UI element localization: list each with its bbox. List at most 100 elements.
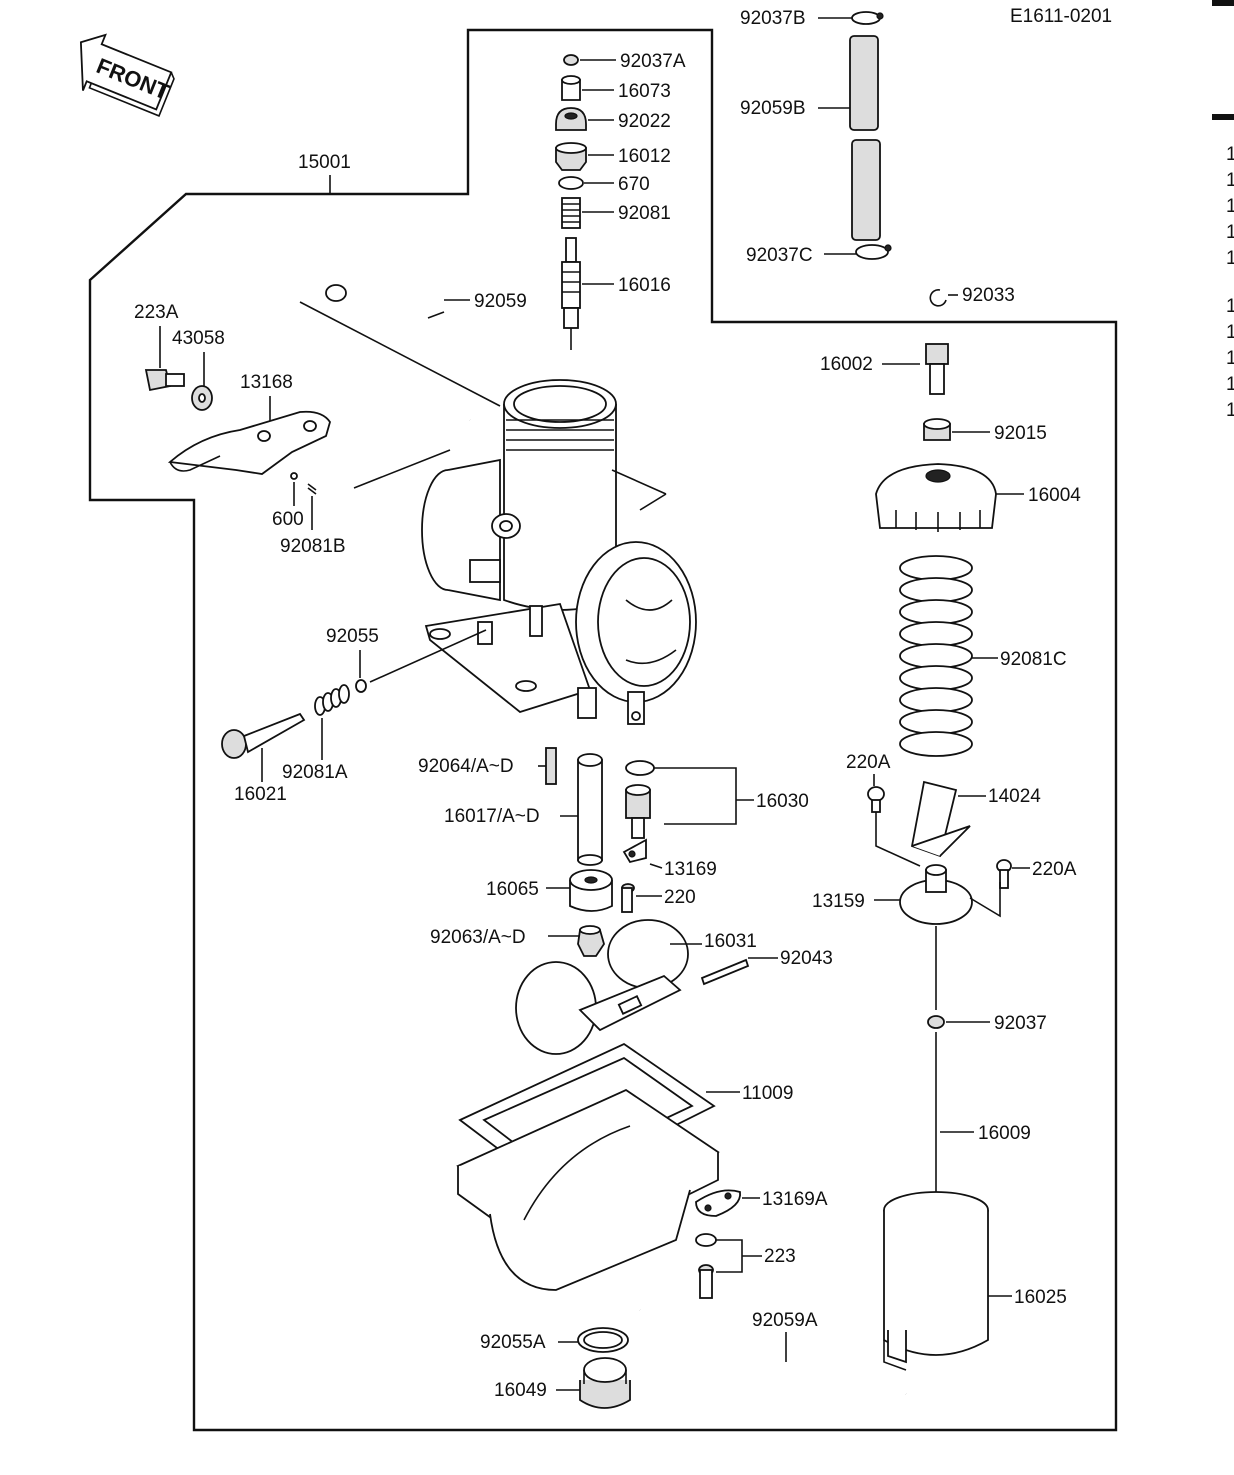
jet-92064 xyxy=(545,747,557,785)
float-valve-16030 xyxy=(625,784,651,839)
label-16065: 16065 xyxy=(486,879,539,900)
label-92081A: 92081A xyxy=(282,762,348,783)
label-16025: 16025 xyxy=(1014,1287,1067,1308)
diagram-code: E1611-0201 xyxy=(1010,6,1112,27)
edge-bar-top xyxy=(1212,0,1234,6)
label-16004: 16004 xyxy=(1028,485,1081,506)
edge-mark: 1 xyxy=(1226,248,1234,269)
label-92037A: 92037A xyxy=(620,51,686,72)
jet-92063 xyxy=(577,925,605,957)
label-220A-2: 220A xyxy=(1032,859,1077,880)
label-16002: 16002 xyxy=(820,354,873,375)
label-13159: 13159 xyxy=(812,891,865,912)
label-92059: 92059 xyxy=(474,291,527,312)
edge-mark: 1 xyxy=(1226,296,1234,317)
plate-14024 xyxy=(910,780,971,858)
screw-223 xyxy=(698,1264,714,1299)
needle-16016 xyxy=(561,237,581,350)
label-16030: 16030 xyxy=(756,791,809,812)
nut-92015 xyxy=(923,418,951,441)
tube-92059B-upper xyxy=(849,35,879,131)
label-600: 600 xyxy=(272,509,304,530)
clip-92033 xyxy=(929,289,947,307)
holder-13159 xyxy=(899,864,973,925)
slide-16025 xyxy=(883,1191,989,1371)
assembly-boundary xyxy=(88,28,1118,1432)
front-arrow-icon: FRONT xyxy=(79,33,175,117)
washer-16030 xyxy=(625,760,655,776)
washer-223 xyxy=(695,1233,717,1247)
label-92059A: 92059A xyxy=(752,1310,818,1331)
adjuster-16002 xyxy=(925,343,949,395)
edge-mark: 1 xyxy=(1226,222,1234,243)
label-16009: 16009 xyxy=(978,1123,1031,1144)
label-92022: 92022 xyxy=(618,111,671,132)
holder-16065 xyxy=(569,869,613,912)
label-92037B: 92037B xyxy=(740,8,806,29)
oring-670 xyxy=(558,176,584,190)
plate-13169A xyxy=(695,1189,741,1217)
screw-223A xyxy=(144,369,185,392)
label-13169: 13169 xyxy=(664,859,717,880)
label-15001: 15001 xyxy=(298,152,351,173)
edge-mark: 1 xyxy=(1226,348,1234,369)
label-92037C: 92037C xyxy=(746,245,813,266)
spring-92081A xyxy=(314,684,350,716)
clip-92037C xyxy=(855,244,889,260)
label-13169A: 13169A xyxy=(762,1189,828,1210)
cap-16004 xyxy=(875,463,997,532)
label-16073: 16073 xyxy=(618,81,671,102)
needle-jet-16017 xyxy=(577,753,603,866)
label-92081C: 92081C xyxy=(1000,649,1067,670)
ball-600 xyxy=(290,472,298,480)
label-16031: 16031 xyxy=(704,931,757,952)
label-92064: 92064/A~D xyxy=(418,756,514,777)
float-16031 xyxy=(515,919,689,1055)
edge-mark: 1 xyxy=(1226,170,1234,191)
label-16012: 16012 xyxy=(618,146,671,167)
oring-92055 xyxy=(355,679,367,693)
edge-bar xyxy=(1212,114,1234,120)
label-92015: 92015 xyxy=(994,423,1047,444)
label-220A-1: 220A xyxy=(846,752,891,773)
screw-220 xyxy=(621,883,635,913)
label-670: 670 xyxy=(618,174,650,195)
label-92081: 92081 xyxy=(618,203,671,224)
label-14024: 14024 xyxy=(988,786,1041,807)
carburetor-body xyxy=(421,379,697,725)
edge-mark: 1 xyxy=(1226,374,1234,395)
label-43058: 43058 xyxy=(172,328,225,349)
edge-mark: 1 xyxy=(1226,196,1234,217)
label-13168: 13168 xyxy=(240,372,293,393)
screw-16021 xyxy=(221,712,306,759)
edge-mark: 1 xyxy=(1226,400,1234,421)
label-16017: 16017/A~D xyxy=(444,806,540,827)
label-223: 223 xyxy=(764,1246,796,1267)
spring-92081B xyxy=(307,483,317,495)
clip-13169 xyxy=(622,838,647,864)
label-92037: 92037 xyxy=(994,1013,1047,1034)
tube-92059B-lower xyxy=(851,139,881,241)
label-92033: 92033 xyxy=(962,285,1015,306)
edge-marks: 1 1 1 1 1 1 1 1 1 1 xyxy=(1226,144,1234,421)
clip-92037 xyxy=(927,1015,945,1029)
float-bowl xyxy=(456,1088,720,1291)
label-16016: 16016 xyxy=(618,275,671,296)
label-223A: 223A xyxy=(134,302,179,323)
label-92043: 92043 xyxy=(780,948,833,969)
screw-220A-right xyxy=(996,859,1012,889)
label-92063: 92063/A~D xyxy=(430,927,526,948)
plug-16049 xyxy=(579,1357,631,1409)
label-16049: 16049 xyxy=(494,1380,547,1401)
edge-mark: 1 xyxy=(1226,322,1234,343)
clip-92037B xyxy=(851,11,881,25)
label-11009: 11009 xyxy=(742,1083,793,1104)
ring-92037A xyxy=(563,54,579,66)
edge-mark: 1 xyxy=(1226,144,1234,165)
label-16021: 16021 xyxy=(234,784,287,805)
label-220: 220 xyxy=(664,887,696,908)
label-92081B: 92081B xyxy=(280,536,346,557)
label-92055: 92055 xyxy=(326,626,379,647)
